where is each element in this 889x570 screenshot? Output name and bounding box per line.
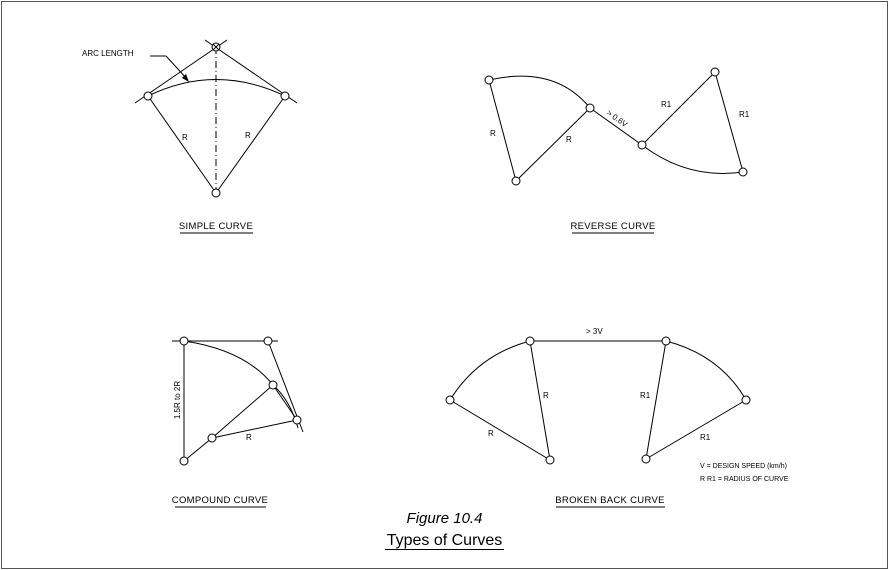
reverse-radius-label-3: R1 [661, 100, 672, 109]
simple-radius-right [215, 95, 286, 194]
compound-node-2 [263, 336, 273, 346]
legend: V = DESIGN SPEED (km/h) R R1 = RADIUS OF… [700, 463, 789, 483]
reverse-tangent-label: > 0.6V [605, 108, 630, 129]
reverse-tangent [589, 107, 643, 146]
reverse-radius-label-2: R [566, 135, 572, 144]
broken-radius-label-2: R [488, 429, 494, 438]
reverse-node-6 [738, 167, 748, 177]
broken-radius-label-3: R1 [640, 391, 651, 400]
compound-radius-b [211, 384, 274, 439]
reverse-arc-1 [488, 75, 591, 109]
compound-node-6 [179, 456, 189, 466]
simple-node-center [211, 188, 221, 198]
broken-arc-left [449, 340, 531, 401]
reverse-radius-3 [641, 71, 716, 146]
figure-number: Figure 10.4 [406, 510, 483, 527]
reverse-radius-1 [488, 79, 517, 182]
figure-title-wrap: Types of Curves [0, 532, 889, 550]
compound-radius-c [211, 419, 298, 439]
broken-node-2 [525, 336, 535, 346]
compound-arc-1 [183, 340, 274, 386]
arc-length-label: ARC LENGTH [82, 49, 134, 58]
broken-node-4 [661, 336, 671, 346]
simple-intersection-cross [212, 43, 220, 51]
simple-node-right [280, 91, 290, 101]
reverse-node-1 [484, 75, 494, 85]
compound-node-1 [179, 336, 189, 346]
reverse-node-2 [511, 176, 521, 186]
broken-radius-1 [529, 340, 551, 461]
compound-offset-label: 1.5R to 2R [173, 381, 182, 419]
broken-radius-label-1: R [543, 391, 549, 400]
figure-title: Types of Curves [384, 532, 505, 550]
reverse-node-5 [710, 67, 720, 77]
simple-radius-label-right: R [245, 131, 251, 140]
broken-tangent-label: > 3V [586, 327, 603, 336]
reverse-arc-2 [641, 144, 744, 174]
simple-node-left [143, 91, 153, 101]
compound-radius-a [183, 437, 213, 462]
broken-node-1 [445, 395, 455, 405]
reverse-radius-4 [714, 71, 744, 173]
broken-node-5 [741, 395, 751, 405]
broken-arc-right [665, 340, 747, 401]
simple-radius-left [147, 95, 217, 194]
reverse-node-3 [585, 103, 595, 113]
broken-radius-2 [449, 399, 551, 461]
broken-radius-4 [645, 399, 747, 460]
simple-curve-group: ARC LENGTH R R SIMPLE CURVE [82, 39, 298, 234]
legend-line-1: V = DESIGN SPEED (km/h) [700, 463, 787, 470]
simple-radius-label-left: R [182, 133, 188, 142]
broken-node-3 [545, 455, 555, 465]
broken-radius-label-4: R1 [700, 433, 711, 442]
compound-radius-label: R [246, 433, 252, 442]
compound-node-5 [207, 433, 217, 443]
reverse-radius-label-1: R [490, 129, 496, 138]
reverse-node-4 [637, 140, 647, 150]
legend-line-2: R R1 = RADIUS OF CURVE [700, 476, 789, 483]
broken-back-curve-group: > 3V R R R1 R1 BROKEN BACK CURVE [445, 327, 751, 508]
compound-radius-d [272, 384, 298, 421]
compound-curve-title: COMPOUND CURVE [172, 495, 268, 506]
compound-curve-group: 1.5R to 2R R COMPOUND CURVE [172, 336, 304, 508]
reverse-curve-group: R R > 0.6V R1 R1 REVERSE CURVE [484, 67, 750, 234]
reverse-curve-title: REVERSE CURVE [570, 221, 655, 232]
broken-back-curve-title: BROKEN BACK CURVE [555, 495, 664, 506]
compound-node-3 [268, 380, 278, 390]
arc-length-arrow [182, 74, 189, 82]
simple-curve-title: SIMPLE CURVE [179, 221, 253, 232]
simple-tangent-right [204, 39, 298, 104]
reverse-radius-label-4: R1 [739, 110, 750, 119]
broken-node-6 [641, 454, 651, 464]
compound-node-4 [292, 415, 302, 425]
broken-radius-3 [645, 340, 667, 460]
reverse-radius-2 [515, 107, 591, 182]
